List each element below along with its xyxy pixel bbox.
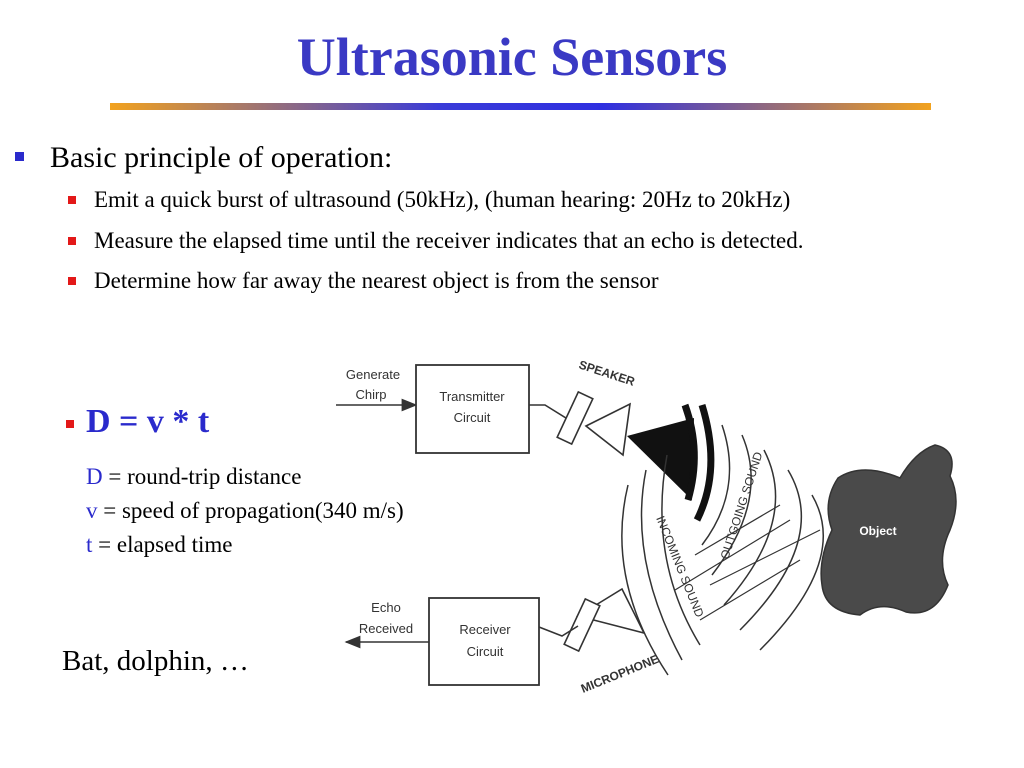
outgoing-sound-label: OUTGOING SOUND	[718, 450, 766, 561]
formula-definitions: D = round-trip distance v = speed of pro…	[86, 460, 404, 562]
receiver-label: Receiver	[459, 622, 511, 637]
slide-title: Ultrasonic Sensors	[296, 27, 728, 87]
bullet-marker	[68, 196, 76, 204]
sub-bullet-text: Determine how far away the nearest objec…	[94, 268, 659, 293]
outgoing-wave	[681, 403, 698, 501]
speaker-cone	[584, 402, 631, 457]
sub-bullet-text: Emit a quick burst of ultrasound (50kHz)…	[94, 187, 791, 212]
generate-chirp-label: Chirp	[355, 387, 386, 402]
symbol-d: D	[86, 464, 103, 489]
symbol-t: t	[86, 532, 93, 557]
bullet-marker	[68, 237, 76, 245]
outgoing-wave	[701, 424, 731, 546]
examples-text: Bat, dolphin, …	[62, 645, 249, 677]
echo-received-label: Echo	[371, 600, 401, 615]
speaker-plate	[556, 390, 594, 446]
wave-ray	[674, 519, 791, 591]
microphone-label: MICROPHONE	[579, 652, 661, 696]
symbol-v: v	[86, 498, 98, 523]
transmitter-label: Transmitter	[439, 389, 505, 404]
outgoing-wave	[739, 469, 802, 631]
incoming-wave	[661, 454, 701, 646]
sub-bullet-text: Measure the elapsed time until the recei…	[94, 228, 804, 253]
speaker-label: SPEAKER	[577, 358, 637, 389]
definition-text: = elapsed time	[92, 532, 233, 557]
bullet-marker	[68, 277, 76, 285]
incoming-wave	[621, 484, 669, 676]
outgoing-wave	[711, 434, 752, 576]
outgoing-wave	[693, 403, 715, 522]
formula-bullet-marker	[66, 420, 74, 428]
bullet-marker-main	[15, 152, 24, 161]
definition-text: = speed of propagation(340 m/s)	[97, 498, 404, 523]
outgoing-wave	[759, 494, 825, 651]
object-label: Object	[859, 524, 896, 538]
title-underline	[110, 103, 931, 110]
generate-chirp-label: Generate	[346, 367, 400, 382]
receiver-wire	[538, 625, 579, 637]
object-shape	[820, 444, 957, 616]
outgoing-wave	[723, 449, 777, 606]
transmitter-label: Circuit	[454, 410, 491, 425]
definition-time: t = elapsed time	[86, 528, 404, 562]
sound-burst-icon	[627, 418, 694, 500]
microphone-cone	[575, 587, 646, 635]
bullet-main: Basic principle of operation:	[50, 141, 393, 174]
microphone-plate	[563, 597, 601, 653]
receiver-label: Circuit	[467, 644, 504, 659]
definition-distance: D = round-trip distance	[86, 460, 404, 494]
wave-ray	[699, 559, 801, 621]
incoming-wave	[640, 469, 683, 661]
definition-speed: v = speed of propagation(340 m/s)	[86, 494, 404, 528]
echo-received-label: Received	[359, 621, 413, 636]
definition-text: = round-trip distance	[102, 464, 302, 489]
wave-ray	[709, 529, 821, 586]
receiver-circuit-box	[428, 597, 540, 686]
transmitter-circuit-box	[415, 364, 530, 454]
distance-formula: D = v * t	[86, 403, 210, 440]
ultrasonic-sensor-diagram: Generate Chirp Transmitter Circuit SPEAK…	[336, 358, 957, 696]
wave-ray	[694, 504, 781, 556]
